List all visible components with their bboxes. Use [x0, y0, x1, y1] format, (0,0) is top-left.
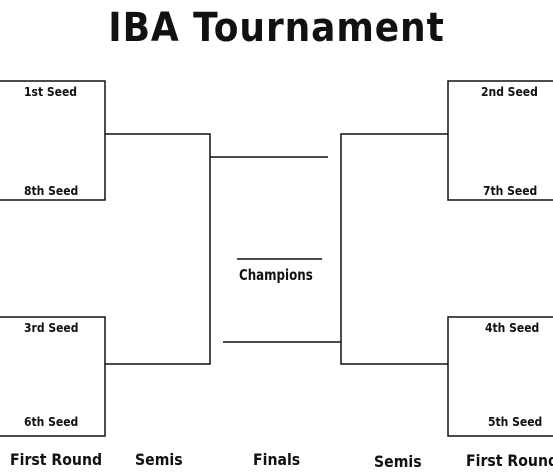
champions-label: Champions — [239, 266, 313, 284]
seed-label-8: 8th Seed — [24, 184, 79, 198]
seed-label-5: 5th Seed — [488, 415, 543, 429]
round-label-right-first: First Round — [466, 451, 553, 470]
seed-label-7: 7th Seed — [483, 184, 538, 198]
right-top-matchup-line — [447, 80, 553, 201]
left-top-matchup-line — [0, 80, 106, 201]
right-semis-line — [340, 133, 448, 365]
seed-label-1: 1st Seed — [24, 85, 78, 99]
seed-label-4: 4th Seed — [485, 321, 540, 335]
bracket-title: IBA Tournament — [108, 5, 445, 51]
left-bottom-matchup-line — [0, 316, 106, 437]
round-label-right-semis: Semis — [374, 452, 422, 471]
round-label-left-semis: Semis — [135, 450, 183, 469]
round-label-left-first: First Round — [10, 450, 103, 469]
seed-label-3: 3rd Seed — [24, 321, 79, 335]
left-semis-line — [105, 133, 211, 365]
round-label-finals: Finals — [253, 450, 301, 469]
seed-label-2: 2nd Seed — [481, 85, 538, 99]
seed-label-6: 6th Seed — [24, 415, 79, 429]
right-bottom-matchup-line — [447, 316, 553, 437]
